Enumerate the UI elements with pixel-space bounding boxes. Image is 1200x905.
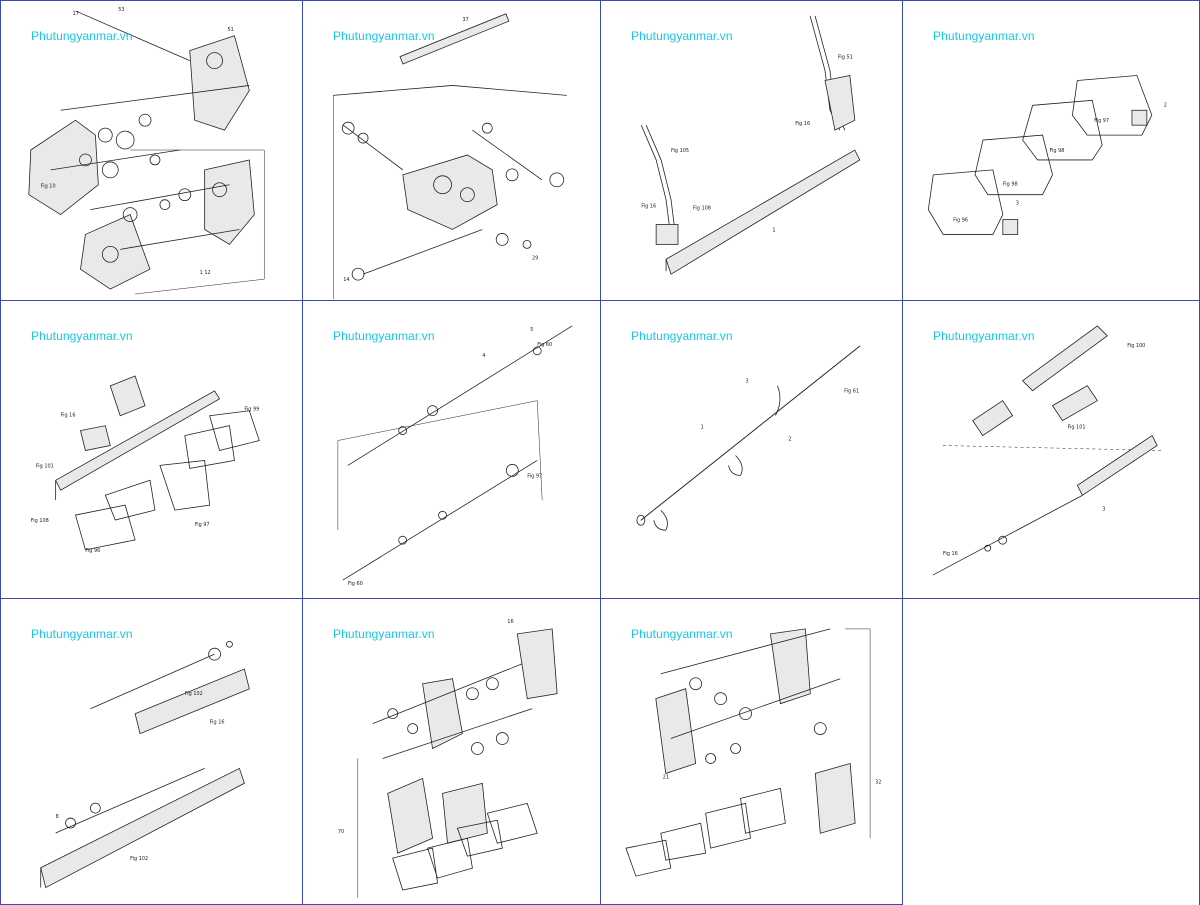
- svg-text:2: 2: [788, 437, 791, 443]
- svg-text:Fig 97: Fig 97: [1094, 118, 1109, 124]
- svg-text:Fig 60: Fig 60: [537, 342, 552, 348]
- svg-text:Fig 101: Fig 101: [1067, 425, 1085, 431]
- svg-text:Fig 16: Fig 16: [210, 720, 225, 726]
- svg-text:Fig 97: Fig 97: [195, 522, 210, 528]
- svg-text:37: 37: [462, 17, 468, 23]
- watermark-text: Phutungyanmar.vn: [631, 329, 733, 343]
- panel-shaft-assembly[interactable]: Phutungyanmar.vn 37 14 29: [303, 0, 601, 301]
- svg-text:Fig 108: Fig 108: [693, 206, 711, 212]
- svg-text:5: 5: [530, 327, 533, 333]
- watermark-text: Phutungyanmar.vn: [333, 29, 435, 43]
- panel-gearbox-assembly[interactable]: Phutungyanmar.vn 17 53 51 Fig 10 1 12: [0, 0, 303, 301]
- svg-text:1: 1: [701, 425, 704, 431]
- svg-text:Fig 102: Fig 102: [185, 691, 203, 697]
- svg-text:21: 21: [663, 774, 669, 780]
- svg-text:Fig 96: Fig 96: [953, 218, 968, 224]
- svg-text:29: 29: [532, 255, 538, 261]
- panel-gearbox-complex-2[interactable]: Phutungyanmar.vn 21 32: [601, 599, 903, 905]
- svg-text:4: 4: [482, 353, 485, 359]
- svg-text:16: 16: [507, 619, 513, 625]
- cam-housings-drawing: Fig 97 Fig 98 Fig 98 Fig 96 2 3: [927, 75, 1167, 235]
- svg-text:Fig 101: Fig 101: [36, 463, 54, 469]
- watermark-text: Phutungyanmar.vn: [333, 627, 435, 641]
- gearbox-complex-2-drawing: 21 32: [625, 628, 881, 877]
- svg-text:32: 32: [875, 779, 881, 785]
- watermark-text: Phutungyanmar.vn: [933, 329, 1035, 343]
- gearbox-exploded-drawing: 17 53 51 Fig 10 1 12: [28, 7, 265, 295]
- svg-text:Fig 100: Fig 100: [1127, 343, 1145, 349]
- svg-text:Fig 108: Fig 108: [31, 518, 49, 524]
- panel-shaft-with-forks[interactable]: Phutungyanmar.vn 3 1 2 Fig 61: [601, 301, 903, 599]
- svg-text:8: 8: [56, 814, 59, 820]
- svg-text:1: 1: [772, 227, 775, 233]
- svg-text:Fig 51: Fig 51: [838, 55, 853, 61]
- svg-text:3: 3: [1016, 201, 1019, 207]
- svg-text:Fig 97: Fig 97: [527, 473, 542, 479]
- svg-text:14: 14: [343, 277, 349, 283]
- svg-text:Fig 98: Fig 98: [1050, 148, 1065, 154]
- watermark-text: Phutungyanmar.vn: [31, 329, 133, 343]
- svg-text:Fig 98: Fig 98: [1003, 182, 1018, 188]
- svg-text:Fig 102: Fig 102: [130, 856, 148, 862]
- svg-text:Fig 61: Fig 61: [844, 389, 859, 395]
- watermark-text: Phutungyanmar.vn: [933, 29, 1035, 43]
- watermark-text: Phutungyanmar.vn: [31, 627, 133, 641]
- empty-panel: [903, 599, 1200, 905]
- svg-text:2: 2: [1164, 102, 1167, 108]
- shaft-assembly-drawing: 37 14 29: [333, 13, 567, 300]
- svg-text:53: 53: [118, 7, 124, 13]
- panel-shafts[interactable]: Phutungyanmar.vn 4 5 Fig 60 Fig 60 Fig 97: [303, 301, 601, 599]
- svg-text:Fig 16: Fig 16: [61, 413, 76, 419]
- svg-text:Fig 16: Fig 16: [943, 551, 958, 557]
- svg-text:Fig 16: Fig 16: [795, 121, 810, 127]
- svg-text:1 12: 1 12: [200, 270, 211, 276]
- svg-text:Fig 99: Fig 99: [244, 407, 259, 413]
- svg-text:3: 3: [1102, 506, 1105, 512]
- watermark-text: Phutungyanmar.vn: [31, 29, 133, 43]
- svg-text:Fig 10: Fig 10: [41, 184, 56, 190]
- watermark-text: Phutungyanmar.vn: [631, 29, 733, 43]
- watermark-text: Phutungyanmar.vn: [333, 329, 435, 343]
- svg-text:51: 51: [227, 27, 233, 33]
- shafts-drawing: 4 5 Fig 60 Fig 60 Fig 97: [337, 325, 573, 587]
- svg-text:Fig 96: Fig 96: [85, 548, 100, 554]
- watermark-text: Phutungyanmar.vn: [631, 627, 733, 641]
- svg-text:70: 70: [338, 829, 344, 835]
- svg-text:17: 17: [73, 11, 79, 17]
- shaft-with-forks-drawing: 3 1 2 Fig 61: [636, 345, 861, 531]
- svg-text:Fig 16: Fig 16: [641, 204, 656, 210]
- svg-text:Fig 105: Fig 105: [671, 148, 689, 154]
- svg-text:Fig 60: Fig 60: [348, 581, 363, 587]
- svg-text:3: 3: [746, 379, 749, 385]
